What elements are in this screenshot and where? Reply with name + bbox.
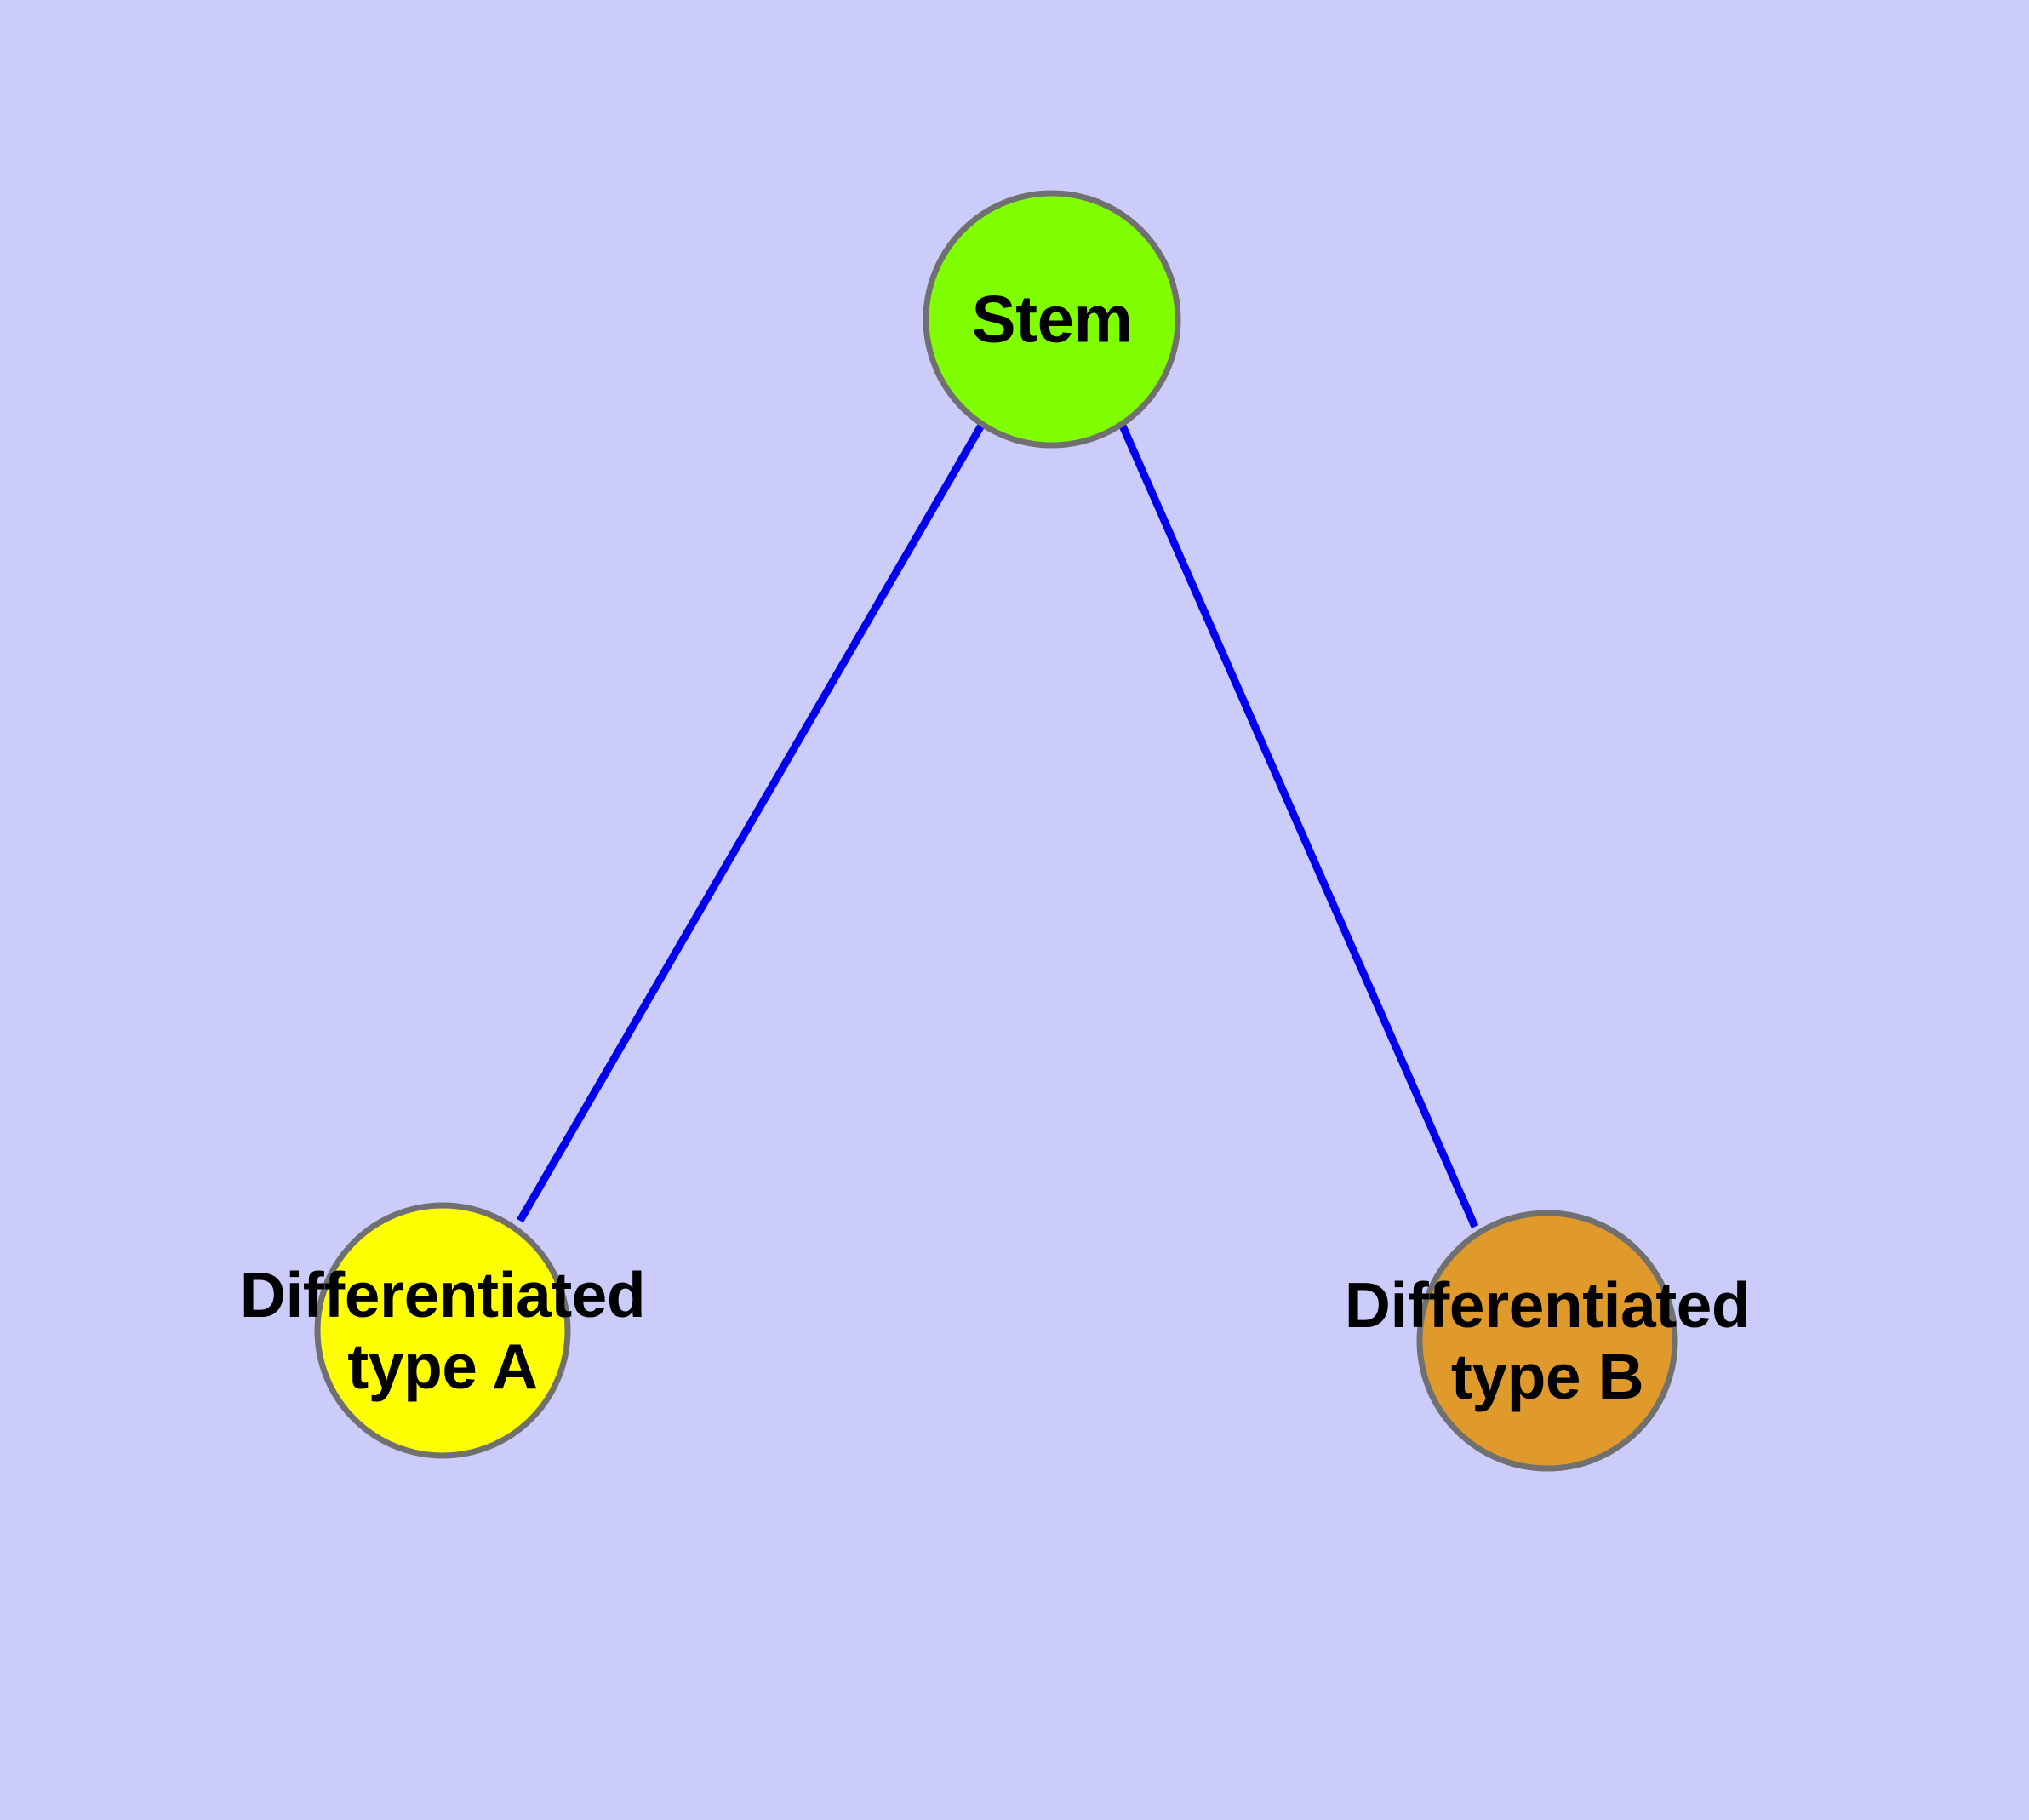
node-circle-differentiated-type-a[interactable]	[314, 1202, 571, 1459]
node-circle-stem[interactable]	[923, 190, 1181, 449]
node-circle-differentiated-type-b[interactable]	[1416, 1210, 1678, 1472]
edge-stem-to-differentiated-type-b[interactable]	[1117, 422, 1479, 1228]
edge-stem-to-differentiated-type-a[interactable]	[517, 421, 986, 1223]
